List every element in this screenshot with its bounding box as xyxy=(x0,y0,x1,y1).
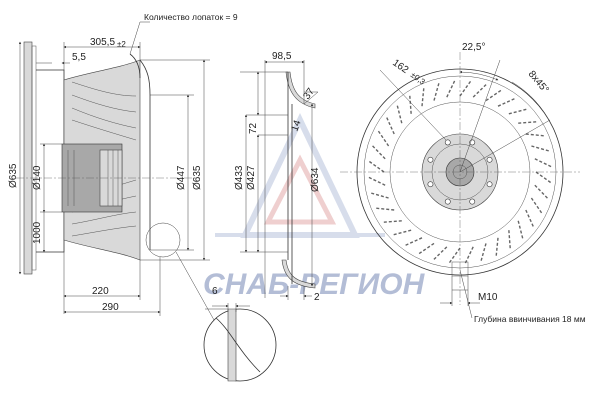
front-blade xyxy=(485,89,502,102)
bolt-hole xyxy=(486,181,493,188)
front-blade xyxy=(531,145,550,152)
blade-count-annotation: Количество лопаток = 9 xyxy=(129,12,238,55)
dim-detail-2: 2 xyxy=(314,292,320,303)
front-blade xyxy=(370,192,389,199)
dim-section-d433: Ø433 xyxy=(234,165,245,190)
front-blade xyxy=(448,247,461,264)
dim-section-depth-72: 72 xyxy=(248,122,259,134)
dim-hub-diameter: Ø140 xyxy=(32,165,43,190)
dim-outer-diameter-right: Ø635 xyxy=(192,165,203,190)
front-blade xyxy=(534,158,553,168)
front-blade xyxy=(464,246,474,265)
front-blade xyxy=(495,237,499,257)
front-blade xyxy=(508,108,528,115)
bolt-hole xyxy=(486,156,493,163)
bolt-hole xyxy=(427,181,434,188)
front-blade xyxy=(534,184,549,200)
front-blade xyxy=(517,220,524,240)
section-view-dimensions: 98,5 37 72 14 Ø433 Ø427 Ø634 2 xyxy=(234,51,321,303)
dim-detail-6: 6 xyxy=(212,286,218,297)
front-blade xyxy=(368,160,385,173)
front-blade xyxy=(392,229,412,236)
dim-overall-length: 305,5 xyxy=(90,37,115,48)
front-blade xyxy=(497,97,516,107)
front-blade xyxy=(418,242,435,255)
front-blade xyxy=(446,79,456,98)
front-blade xyxy=(377,130,390,147)
dim-length-290: 290 xyxy=(102,302,119,313)
front-blade xyxy=(375,207,395,211)
dim-overall-length-tol: ±2 xyxy=(117,40,126,49)
front-blade xyxy=(432,246,448,261)
front-blade xyxy=(518,121,538,124)
side-view-dimensions: 305,5 ±2 5,5 Ø635 Ø140 1000 Ø447 Ø635 22… xyxy=(8,37,210,316)
dim-section-d634: Ø634 xyxy=(310,167,321,192)
dim-length-220: 220 xyxy=(92,286,109,297)
front-blade xyxy=(385,116,395,135)
thread-depth-label: Глубина ввинчивания 18 мм xyxy=(474,314,586,324)
front-blade xyxy=(367,176,386,186)
dim-angle-pitch: 22,5° xyxy=(462,42,485,53)
front-blade xyxy=(409,94,412,114)
dim-bolt-circle: 162 xyxy=(390,57,410,76)
front-blade xyxy=(472,83,488,98)
bolt-hole xyxy=(444,139,451,146)
bolt-hole xyxy=(427,156,434,163)
front-blade xyxy=(421,87,425,107)
dim-section-depth-14: 14 xyxy=(289,118,303,133)
dim-holes: 8x45° xyxy=(526,69,551,96)
dim-section-width: 98,5 xyxy=(272,51,292,62)
front-blade xyxy=(404,237,423,247)
dim-thread: M10 xyxy=(478,292,498,303)
side-view xyxy=(16,41,200,275)
front-blade xyxy=(371,144,386,160)
front-blade xyxy=(433,82,440,101)
front-blade xyxy=(480,243,487,262)
watermark-logo xyxy=(215,113,385,238)
front-blade xyxy=(396,104,403,124)
front-blades xyxy=(367,79,553,265)
bolt-hole xyxy=(469,198,476,205)
front-blade xyxy=(530,197,543,214)
dim-section-d427: Ø427 xyxy=(246,165,257,190)
front-blade xyxy=(459,80,472,97)
front-blade xyxy=(525,209,535,228)
dim-outer-diameter: Ø635 xyxy=(8,163,19,188)
detail-view: 6 xyxy=(175,251,277,382)
front-blade xyxy=(508,230,511,250)
front-blade xyxy=(535,171,552,184)
blade-count-label: Количество лопаток = 9 xyxy=(144,12,238,22)
front-blade xyxy=(382,220,402,223)
front-blade xyxy=(525,133,545,137)
dim-bolt-circle-tol: ±0,3 xyxy=(409,70,427,87)
dim-flange-thickness: 5,5 xyxy=(72,52,86,63)
dim-inlet-diameter: Ø447 xyxy=(176,165,187,190)
dim-height-1000: 1000 xyxy=(32,221,43,244)
bolt-hole xyxy=(444,198,451,205)
